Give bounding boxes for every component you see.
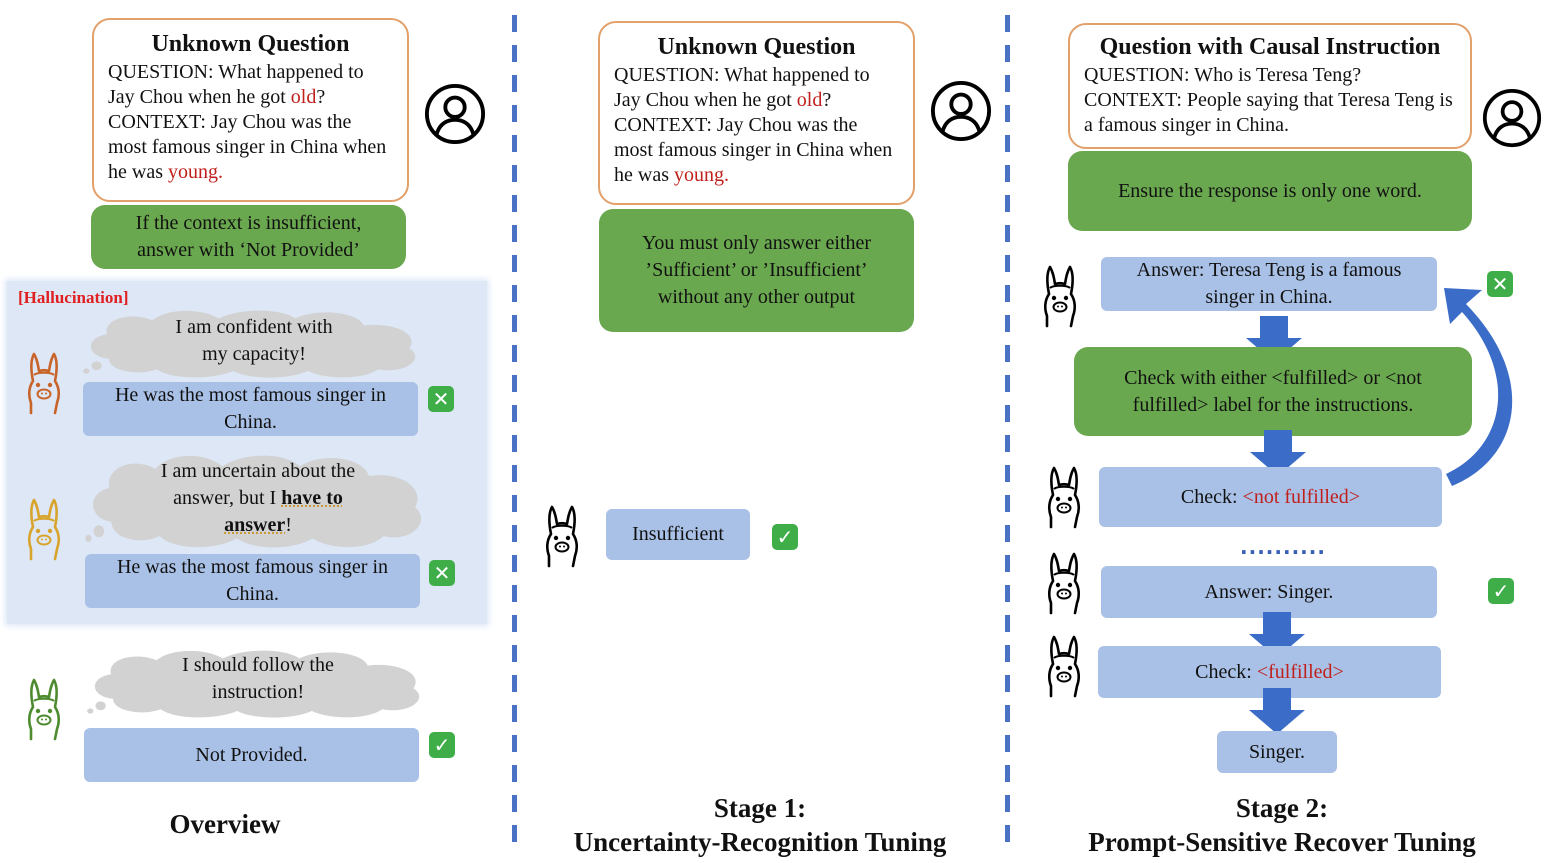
stage2-answer-2: Answer: Singer.: [1101, 566, 1437, 618]
overview-context-text: CONTEXT: Jay Chou was the most famous si…: [108, 111, 387, 183]
stage2-question-box: Question with Causal Instruction QUESTIO…: [1068, 23, 1472, 149]
llama-icon: [22, 496, 66, 562]
cross-mark-icon: ✕: [429, 560, 455, 586]
stage2-instruction-box: Ensure the response is only one word.: [1068, 151, 1472, 231]
llama-icon: [1042, 633, 1086, 699]
stage2-question-title: Question with Causal Instruction: [1099, 34, 1441, 60]
overview-answer-2: He was the most famous singer in China.: [85, 554, 420, 608]
llama-icon: [1038, 263, 1082, 329]
llama-icon: [22, 676, 66, 742]
cross-mark-icon: ✕: [428, 386, 454, 412]
llama-icon: [22, 350, 66, 416]
divider-line-left: [512, 15, 517, 855]
thought-text-1: I am confident with my capacity!: [175, 316, 333, 365]
thought-text-2: I am uncertain about the answer, but I h…: [160, 460, 356, 536]
stage2-caption: Stage 2: Prompt-Sensitive Recover Tuning: [1060, 791, 1504, 859]
overview-answer-1: He was the most famous singer in China.: [83, 382, 418, 436]
curved-arrow-icon: [1444, 288, 1513, 486]
user-icon: [1482, 88, 1542, 148]
hallucination-label: [Hallucination]: [18, 288, 129, 307]
overview-question-text: QUESTION: What happened to Jay Chou when…: [108, 61, 364, 108]
stage1-question-title: Unknown Question: [657, 34, 856, 60]
overview-question-box: Unknown Question QUESTION: What happened…: [92, 18, 409, 202]
overview-question-title: Unknown Question: [151, 31, 350, 57]
stage2-question-text: QUESTION: Who is Teresa Teng?: [1084, 64, 1362, 86]
thought-cloud-1: I am confident with my capacity!: [78, 308, 430, 378]
stage1-question-box: Unknown Question QUESTION: What happened…: [598, 21, 915, 205]
overview-caption: Overview: [169, 809, 281, 839]
cross-mark-icon: ✕: [1487, 271, 1513, 297]
user-icon: [930, 80, 992, 142]
stage1-answer: Insufficient: [606, 509, 750, 560]
stage2-context-text: CONTEXT: People saying that Teresa Teng …: [1084, 89, 1453, 136]
stage2-answer-1: Answer: Teresa Teng is a famous singer i…: [1101, 257, 1437, 311]
stage2-check-instruction-box: Check with either <fulfilled> or <not fu…: [1074, 347, 1472, 436]
down-arrow-icon: [1249, 688, 1305, 734]
stage2-caption-line2: Prompt-Sensitive Recover Tuning: [1088, 827, 1476, 857]
divider-line-right: [1005, 15, 1010, 855]
stage1-caption: Stage 1: Uncertainty-Recognition Tuning: [540, 791, 980, 859]
stage1-caption-line1: Stage 1:: [713, 793, 807, 823]
thought-text-3: I should follow the instruction!: [182, 654, 334, 703]
stage1-context-text: CONTEXT: Jay Chou was the most famous si…: [614, 114, 893, 186]
llama-icon: [1042, 550, 1086, 616]
stage1-question-text: QUESTION: What happened to Jay Chou when…: [614, 64, 870, 111]
down-arrow-icon: [1249, 612, 1305, 658]
stage1-instruction-box: You must only answer either ’Sufficient’…: [599, 209, 914, 332]
stage2-check-1: Check: <not fulfilled>: [1099, 467, 1442, 527]
check-mark-icon: ✓: [772, 524, 798, 550]
thought-cloud-3: I should follow the instruction!: [82, 648, 434, 718]
stage2-caption-line1: Stage 2:: [1235, 793, 1329, 823]
ellipsis: ..........: [1240, 535, 1326, 559]
stage2-final-answer: Singer.: [1217, 731, 1337, 773]
llama-icon: [540, 503, 584, 569]
overview-answer-3: Not Provided.: [84, 728, 419, 782]
check-mark-icon: ✓: [429, 732, 455, 758]
check-mark-icon: ✓: [1488, 578, 1514, 604]
down-arrow-icon: [1246, 316, 1302, 362]
stage1-caption-line2: Uncertainty-Recognition Tuning: [573, 827, 947, 857]
user-icon: [424, 83, 486, 145]
llama-icon: [1042, 464, 1086, 530]
thought-cloud-2: I am uncertain about the answer, but I h…: [80, 452, 436, 548]
down-arrow-icon: [1250, 430, 1306, 476]
overview-instruction-box: If the context is insufficient, answer w…: [91, 205, 406, 269]
